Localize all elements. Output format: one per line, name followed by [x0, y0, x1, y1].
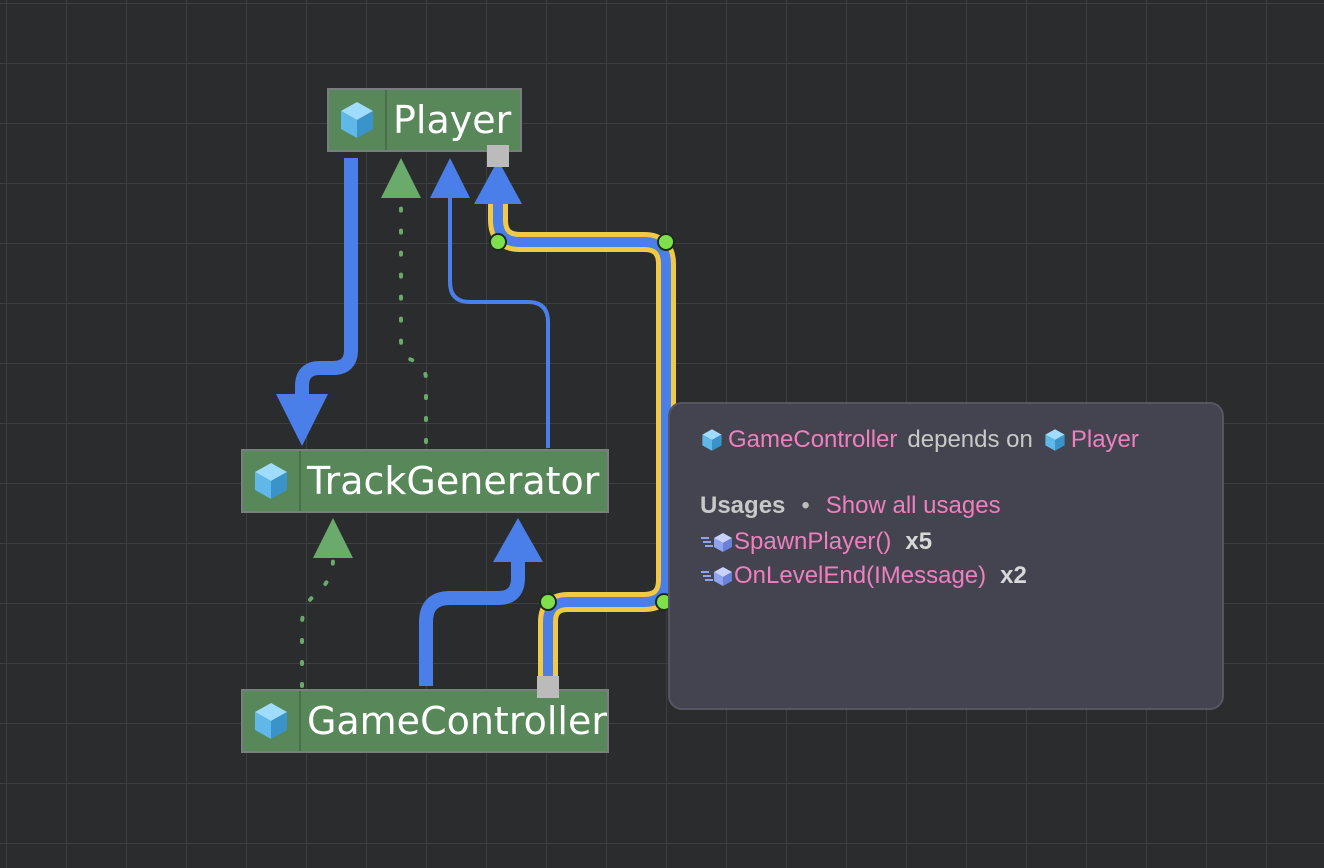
class-cube-icon: [243, 691, 301, 751]
separator: •: [801, 492, 810, 519]
usages-header: Usages • Show all usages: [700, 492, 1192, 520]
tooltip-header: GameController depends on Player: [700, 426, 1192, 454]
class-cube-icon: [243, 451, 301, 511]
tooltip-source-link[interactable]: GameController: [728, 426, 898, 453]
usage-name: OnLevelEnd(IMessage): [734, 562, 987, 589]
edge-trackgenerator-to-player[interactable]: [448, 196, 550, 448]
node-player[interactable]: Player: [327, 88, 522, 152]
arrowhead-trackgenerator-from-gamecontroller: [493, 518, 543, 562]
tooltip-target-link[interactable]: Player: [1070, 426, 1139, 453]
edge-trackgenerator-inherits-player[interactable]: [399, 198, 428, 444]
edge-handle[interactable]: [539, 593, 557, 611]
port-player[interactable]: [487, 145, 509, 167]
node-gamecontroller[interactable]: GameController: [241, 689, 609, 753]
arrowhead-player-from-trackgenerator: [430, 158, 470, 198]
usage-item[interactable]: SpawnPlayer() x5: [700, 528, 1192, 556]
show-all-usages-link[interactable]: Show all usages: [825, 492, 1001, 519]
method-icon: [701, 567, 732, 586]
edge-player-to-trackgenerator[interactable]: [295, 158, 358, 395]
class-cube-icon: [1045, 429, 1065, 451]
arrowhead-player-inheritance: [381, 158, 421, 198]
usage-count: x2: [1000, 562, 1027, 589]
node-label: TrackGenerator: [307, 459, 600, 503]
class-cube-icon: [702, 429, 722, 451]
tooltip-relation: depends on: [907, 426, 1033, 453]
arrowhead-player-from-gamecontroller: [474, 160, 522, 204]
usage-name: SpawnPlayer(): [734, 528, 892, 555]
edge-handle[interactable]: [489, 233, 507, 251]
arrowhead-trackgenerator-from-player: [276, 394, 328, 446]
method-icon: [701, 533, 732, 552]
edge-gamecontroller-to-player-highlighted[interactable]: [488, 196, 676, 688]
usage-item[interactable]: OnLevelEnd(IMessage) x2: [700, 562, 1192, 590]
edge-gamecontroller-inherits-trackgenerator[interactable]: [300, 558, 335, 688]
usage-count: x5: [905, 528, 933, 555]
port-gamecontroller[interactable]: [537, 676, 559, 698]
dependency-tooltip: GameController depends on Player Usages …: [668, 402, 1224, 710]
class-cube-icon: [329, 90, 387, 150]
node-label: Player: [393, 98, 512, 142]
usages-label: Usages: [700, 492, 786, 519]
edge-gamecontroller-to-trackgenerator[interactable]: [419, 560, 525, 686]
node-trackgenerator[interactable]: TrackGenerator: [241, 449, 609, 513]
arrowhead-trackgenerator-inheritance: [313, 518, 353, 558]
node-label: GameController: [306, 699, 607, 743]
edge-handle[interactable]: [657, 233, 675, 251]
